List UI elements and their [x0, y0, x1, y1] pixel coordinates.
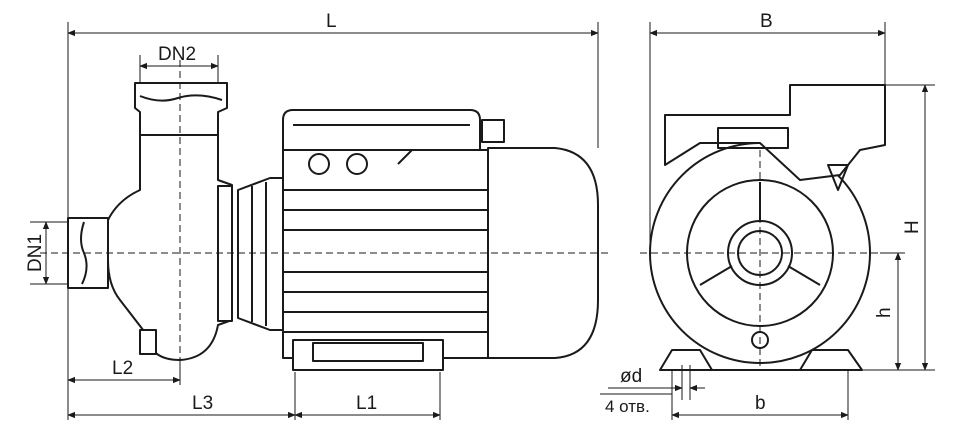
dim-H: H: [902, 220, 923, 234]
dim-L: L: [326, 11, 337, 32]
dim-b: b: [755, 393, 766, 414]
discharge-port: [134, 82, 228, 136]
capacitor-lug-right: [346, 153, 368, 175]
front-base: [659, 349, 713, 371]
dim-DN1: DN1: [25, 234, 46, 272]
motor-body: [282, 149, 489, 359]
dim-holes: 4 отв.: [605, 397, 650, 416]
terminal-box: [282, 109, 481, 151]
dimensions: L DN2 DN1 L2 L3 L1 B H: [25, 11, 935, 420]
cable-gland: [481, 119, 505, 143]
dim-DN2: DN2: [158, 44, 196, 65]
dim-B: B: [760, 11, 773, 32]
front-view: [640, 84, 886, 371]
fan-cover: [487, 147, 599, 359]
dim-L2: L2: [112, 358, 133, 379]
dim-L3: L3: [192, 393, 213, 414]
side-view: [40, 60, 610, 371]
cooling-fins: [283, 189, 488, 333]
capacitor-lug-left: [308, 153, 330, 175]
dim-L1: L1: [356, 393, 377, 414]
motor-bracket: [237, 177, 284, 331]
front-discharge: [664, 84, 886, 181]
dim-d: ød: [620, 366, 642, 387]
dim-h: h: [874, 307, 895, 318]
drain-plug: [139, 329, 157, 355]
pump-volute: [107, 134, 233, 361]
